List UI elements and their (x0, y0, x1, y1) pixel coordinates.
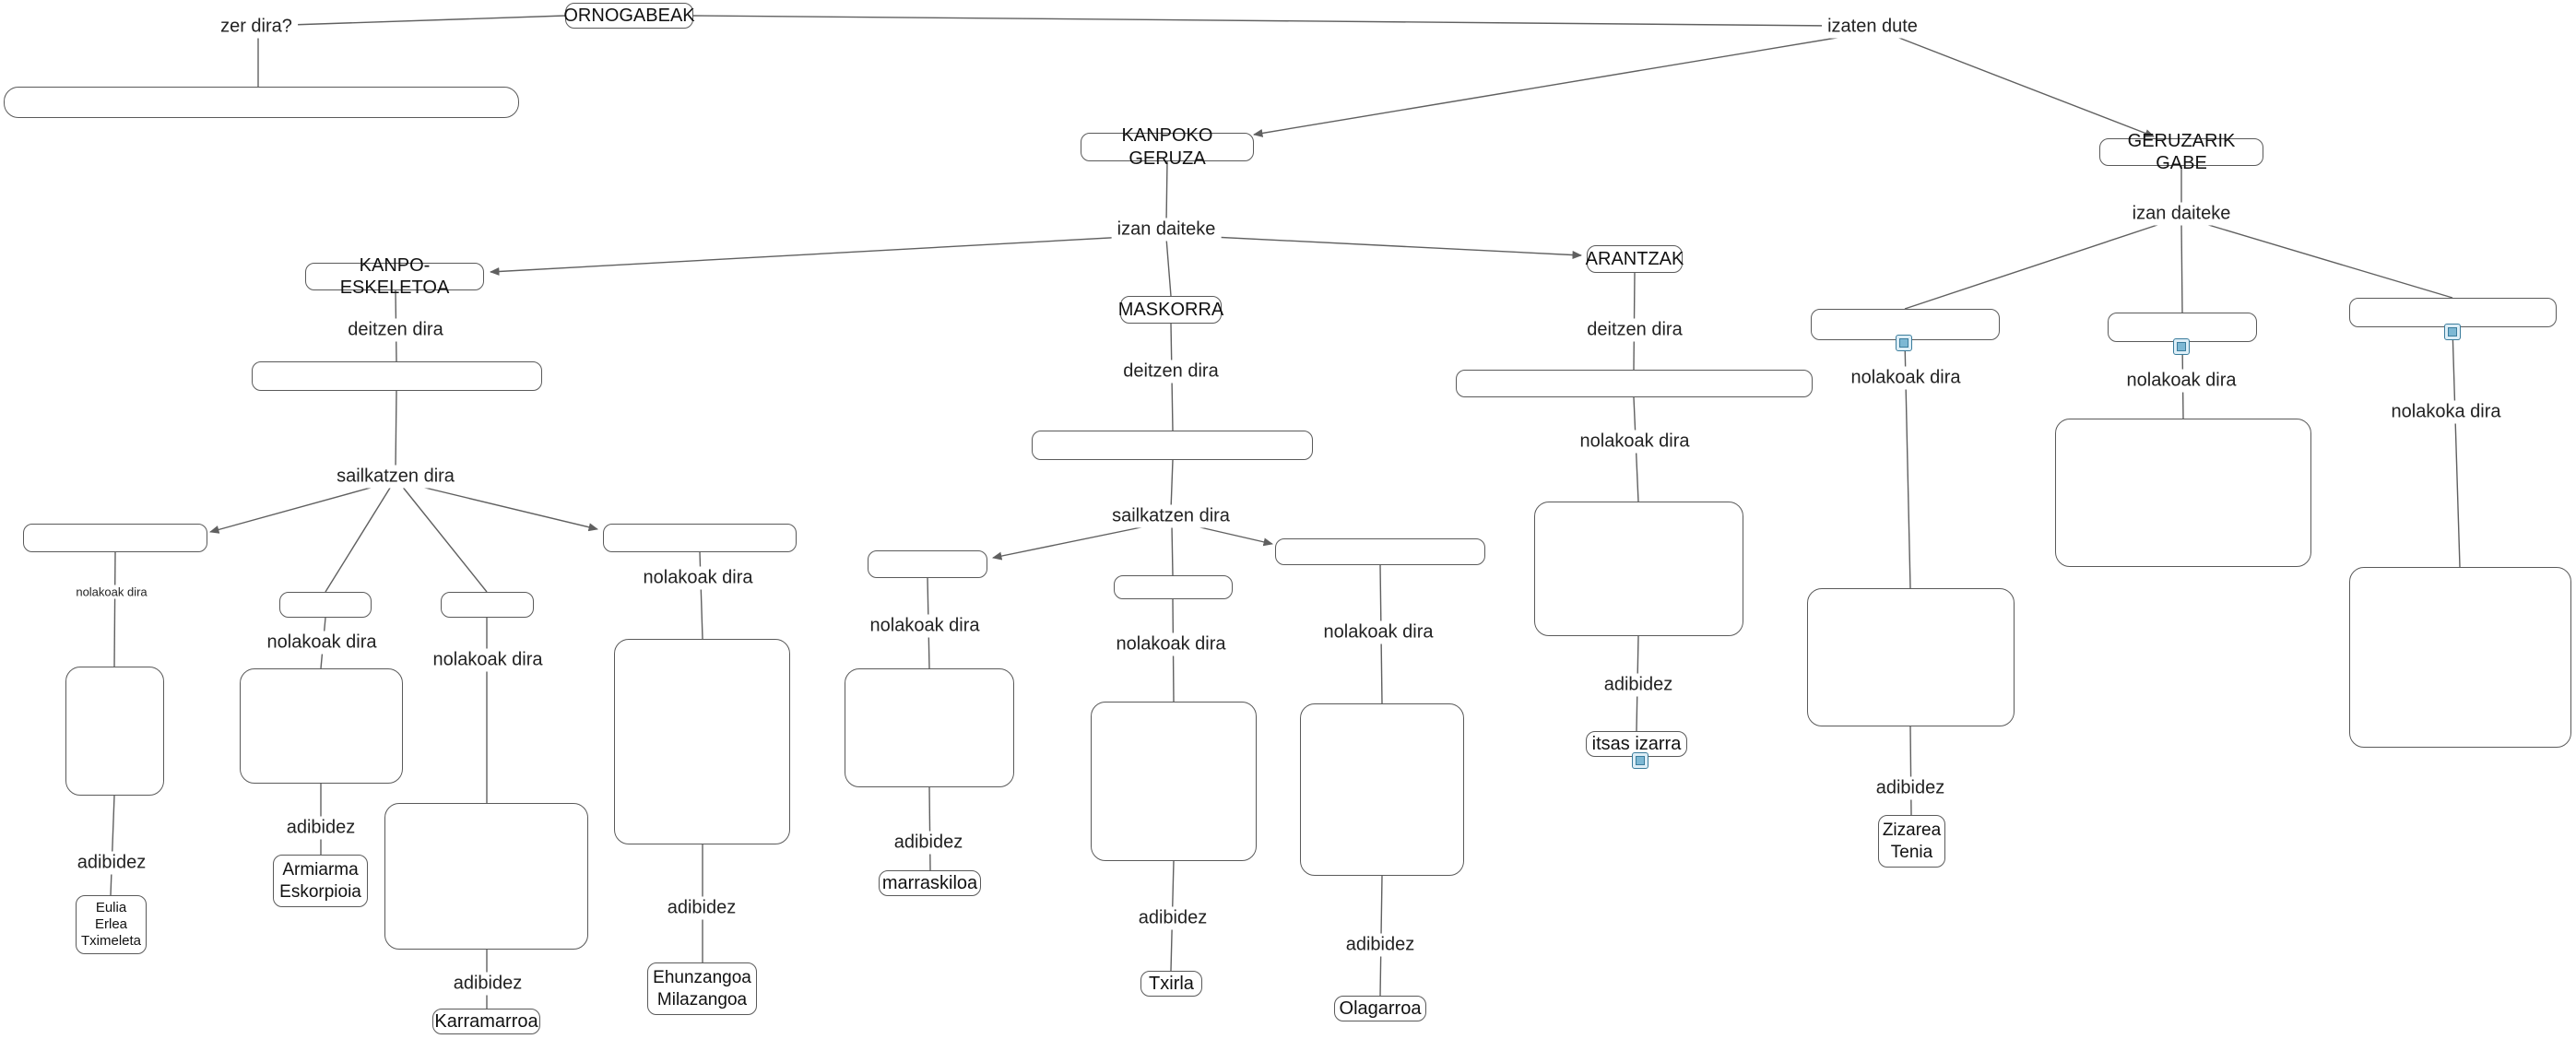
link-nolakoak-dira-4: nolakoak dira (637, 566, 759, 590)
concept-armiarma-eskorpioia[interactable]: Armiarma Eskorpioia (273, 855, 368, 907)
link-nolakoak-dira-5: nolakoak dira (864, 614, 986, 638)
concept-empty-eskeleto-group2-traits[interactable] (240, 668, 403, 784)
concept-maskorra[interactable]: MASKORRA (1118, 296, 1223, 324)
link-nolakoak-dira-6: nolakoak dira (1110, 632, 1232, 656)
concept-empty-eskeleto-group1-traits[interactable] (65, 667, 164, 796)
link-deitzen-dira-1: deitzen dira (342, 318, 449, 342)
link-adibidez-5: adibidez (888, 831, 969, 855)
concept-geruzarik-gabe[interactable]: GERUZARIK GABE (2099, 131, 2263, 173)
concept-karramarroa[interactable]: Karramarroa (432, 1009, 540, 1034)
link-nolakoak-dira-7: nolakoak dira (1318, 620, 1439, 644)
concept-empty-geruzarik-group3[interactable] (2349, 298, 2557, 327)
link-adibidez-1: adibidez (71, 851, 152, 875)
concept-ehunzangoa-milazangoa[interactable]: Ehunzangoa Milazangoa (647, 962, 757, 1015)
concept-txirla[interactable]: Txirla (1140, 971, 1202, 997)
link-izan-daiteke-2: izan daiteke (2126, 202, 2237, 226)
link-zer-dira: zer dira? (215, 15, 298, 39)
concept-empty-maskorra-group2[interactable] (1114, 575, 1233, 599)
concept-empty-geruzarik-group2-traits[interactable] (2055, 419, 2311, 567)
link-nolakoak-dira-3: nolakoak dira (427, 648, 549, 672)
link-nolakoka-dira: nolakoka dira (2385, 400, 2507, 424)
link-deitzen-dira-3: deitzen dira (1581, 318, 1688, 342)
concept-empty-eskeleto-group4-traits[interactable] (614, 639, 790, 844)
concept-arantzak[interactable]: ARANTZAK (1586, 245, 1684, 273)
link-nolakoak-dira-10: nolakoak dira (2121, 369, 2242, 393)
resource-icon[interactable] (2173, 338, 2190, 355)
link-nolakoak-dira-1: nolakoak dira (73, 584, 150, 599)
link-izan-daiteke-1: izan daiteke (1111, 218, 1222, 242)
concept-empty-maskorra-group3[interactable] (1275, 538, 1485, 565)
resource-icon[interactable] (1896, 335, 1912, 351)
link-nolakoak-dira-9: nolakoak dira (1845, 366, 1967, 390)
link-adibidez-3: adibidez (447, 972, 528, 996)
link-adibidez-9: adibidez (1870, 776, 1951, 800)
link-sailkatzen-dira-2: sailkatzen dira (1106, 504, 1235, 528)
concept-eulia-erlea-tximeleta[interactable]: Eulia Erlea Tximeleta (76, 895, 147, 954)
link-adibidez-8: adibidez (1598, 673, 1679, 697)
link-adibidez-6: adibidez (1132, 906, 1213, 930)
concept-empty-geruzarik-group3-traits[interactable] (2349, 567, 2571, 748)
concept-empty-root-definition[interactable] (4, 87, 519, 118)
link-izaten-dute: izaten dute (1822, 15, 1923, 39)
link-adibidez-2: adibidez (280, 816, 361, 840)
concept-empty-maskorra-group3-traits[interactable] (1300, 703, 1464, 876)
concept-empty-eskeleto-group3-traits[interactable] (384, 803, 588, 950)
concept-empty-maskorra-group1-traits[interactable] (845, 668, 1014, 787)
concept-empty-eskeleto-name[interactable] (252, 361, 542, 391)
concept-empty-arantzak-traits[interactable] (1534, 502, 1743, 636)
concept-empty-eskeleto-group1[interactable] (23, 524, 207, 552)
concept-empty-eskeleto-group3[interactable] (441, 592, 534, 618)
resource-icon[interactable] (2444, 324, 2461, 340)
concept-empty-arantzak-name[interactable] (1456, 370, 1813, 397)
concept-empty-eskeleto-group2[interactable] (279, 592, 372, 618)
concept-empty-eskeleto-group4[interactable] (603, 524, 797, 552)
link-nolakoak-dira-2: nolakoak dira (261, 631, 383, 655)
link-adibidez-4: adibidez (661, 896, 742, 920)
concept-empty-maskorra-name[interactable] (1032, 431, 1313, 460)
concept-kanpoko-geruza[interactable]: KANPOKO GERUZA (1081, 125, 1254, 169)
concept-empty-geruzarik-group1-traits[interactable] (1807, 588, 2015, 726)
concept-kanpo-eskeletoa[interactable]: KANPO-ESKELETOA (305, 255, 484, 298)
link-sailkatzen-dira-1: sailkatzen dira (331, 465, 460, 489)
concept-empty-geruzarik-group2[interactable] (2108, 313, 2257, 342)
concept-zizarea-tenia[interactable]: Zizarea Tenia (1878, 815, 1945, 868)
link-adibidez-7: adibidez (1340, 933, 1421, 957)
resource-icon[interactable] (1632, 752, 1648, 769)
concept-marraskiloa[interactable]: marraskiloa (879, 870, 981, 896)
concept-olagarroa[interactable]: Olagarroa (1334, 996, 1426, 1021)
link-deitzen-dira-2: deitzen dira (1117, 360, 1224, 384)
link-nolakoak-dira-8: nolakoak dira (1574, 430, 1696, 454)
concept-empty-maskorra-group2-traits[interactable] (1091, 702, 1257, 861)
concept-empty-maskorra-group1[interactable] (868, 550, 987, 578)
concept-ornogabeak[interactable]: ORNOGABEAK (563, 3, 695, 29)
